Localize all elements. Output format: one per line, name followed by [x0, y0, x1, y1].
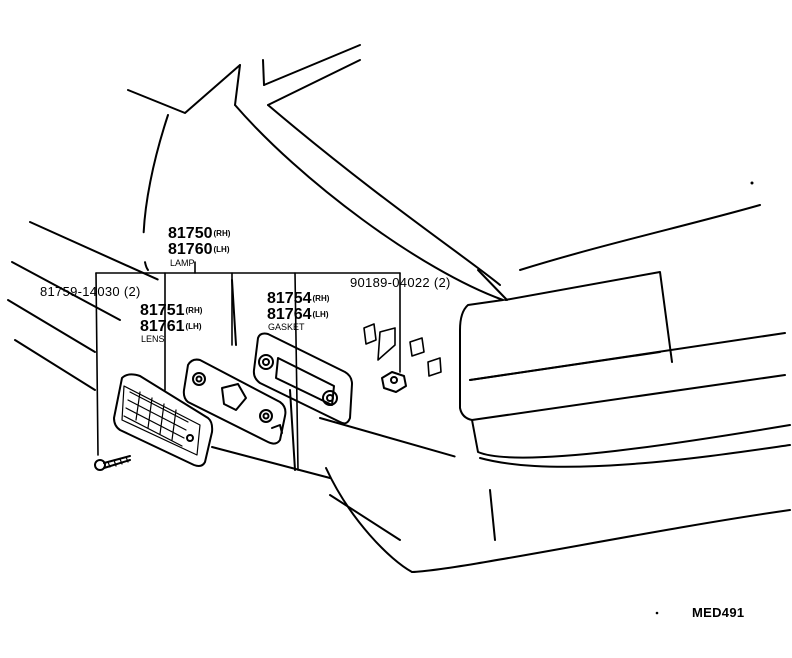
screw-part	[94, 455, 131, 471]
lens-part-number-lh: 81761(LH)	[140, 319, 202, 335]
lens-part	[113, 373, 214, 467]
tail-lamp-outline	[459, 271, 786, 421]
lens-number: 81761	[140, 318, 185, 335]
stray-marks	[655, 181, 754, 615]
lens-part-name: LENS	[141, 334, 165, 344]
gasket-part	[252, 332, 353, 425]
lens-part-number-rh: 81751(RH)	[140, 303, 202, 319]
gasket-part-number-rh: 81754(RH)	[267, 291, 329, 307]
lamp-part-name: LAMP	[170, 258, 195, 268]
lamp-housing-part	[182, 358, 287, 445]
leader-lines	[95, 261, 401, 471]
gasket-number: 81754	[267, 290, 312, 307]
lamp-side: (RH)	[213, 228, 231, 238]
lamp-side: (LH)	[213, 244, 230, 254]
car-body-outline	[231, 279, 791, 573]
clip-part-label: 90189-04022 (2)	[350, 275, 451, 290]
lamp-number: 81760	[168, 241, 213, 258]
clip-part	[381, 371, 407, 393]
body-dashed-lines	[7, 221, 496, 541]
lamp-part-number-rh: 81750(RH)	[168, 226, 230, 242]
diagram-code: MED491	[692, 605, 745, 620]
gasket-part-number-lh: 81764(LH)	[267, 307, 329, 323]
screw-part-label: 81759-14030 (2)	[40, 284, 141, 299]
lens-side: (LH)	[185, 321, 202, 331]
lens-side: (RH)	[185, 305, 203, 315]
gasket-part-name: GASKET	[268, 322, 305, 332]
body-cutout	[363, 323, 442, 377]
lamp-part-number-lh: 81760(LH)	[168, 242, 230, 258]
gasket-side: (LH)	[312, 309, 329, 319]
lamp-number: 81750	[168, 225, 213, 242]
gasket-side: (RH)	[312, 293, 330, 303]
gasket-number: 81764	[267, 306, 312, 323]
car-roof-outline	[127, 44, 761, 301]
lens-number: 81751	[140, 302, 185, 319]
